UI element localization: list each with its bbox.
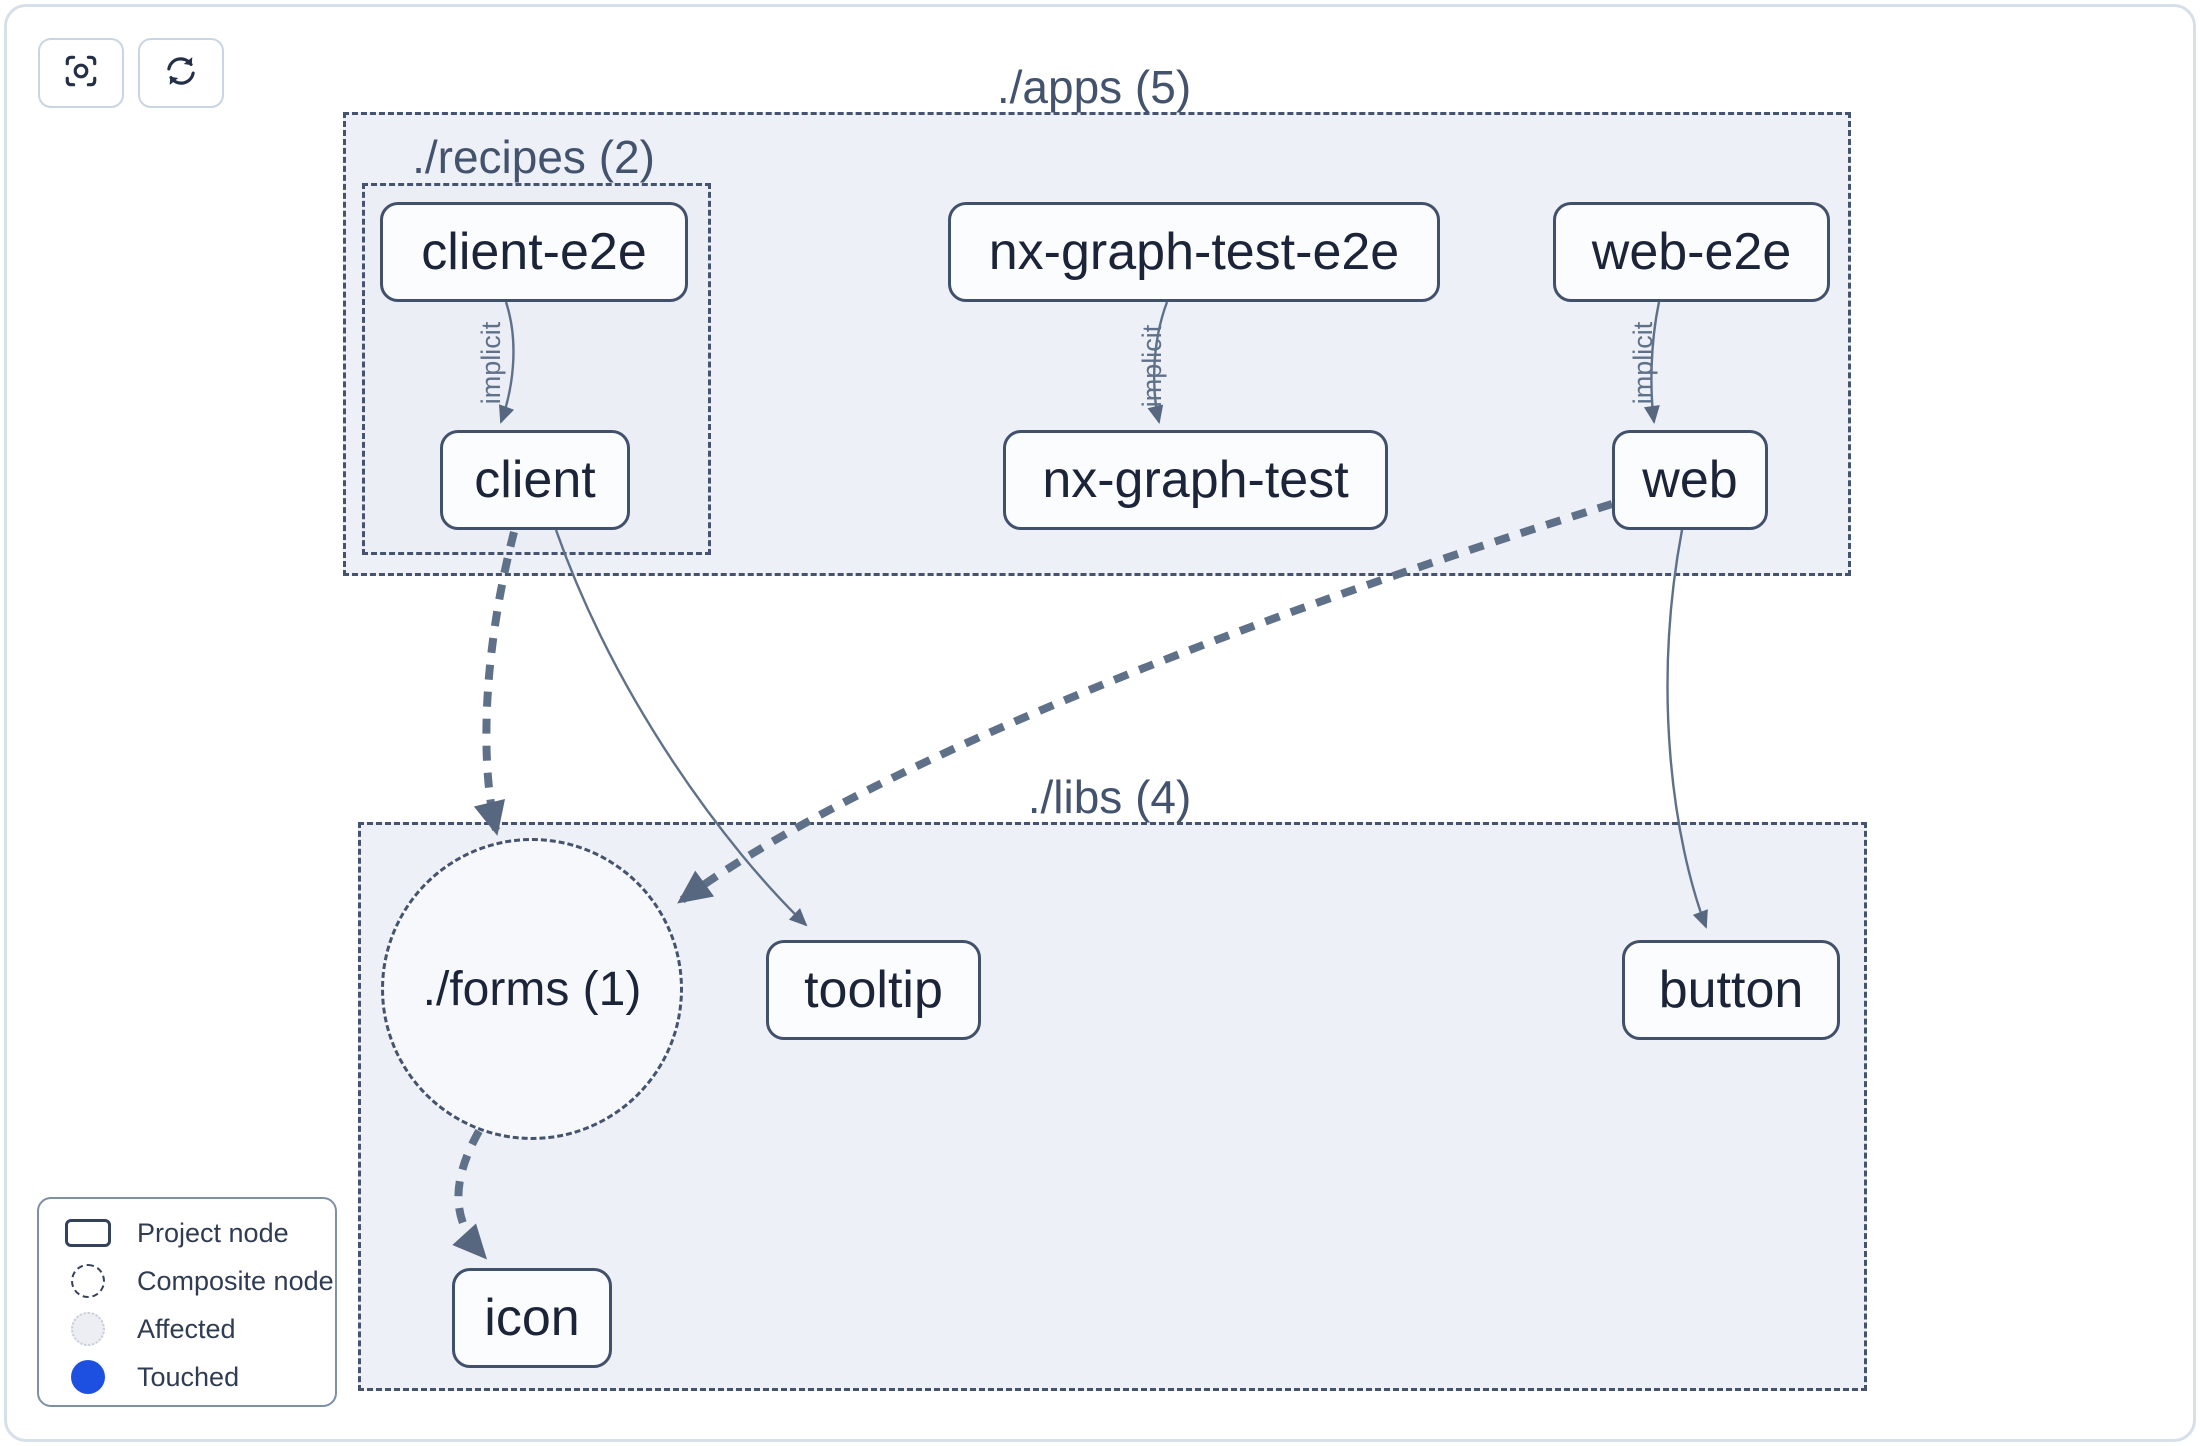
project-node-swatch-icon [65,1219,111,1247]
touched-swatch-icon [71,1360,105,1394]
node-label: client-e2e [421,223,647,281]
edge-web-to-button [1666,529,1708,929]
edge-web-e2e-to-web [1643,301,1661,424]
affected-swatch-icon [71,1312,105,1346]
node-label: nx-graph-test-e2e [988,223,1400,281]
node-label: nx-graph-test [1042,451,1349,509]
node-button[interactable]: button [1622,940,1840,1040]
edge-web-to-forms [677,500,1614,904]
legend-label: Project node [137,1217,289,1248]
node-label: button [1658,961,1804,1019]
node-nx-graph-test-e2e[interactable]: nx-graph-test-e2e [948,202,1440,302]
refresh-graph-button[interactable] [138,38,224,108]
edge-label-implicit-3: implicit [1628,321,1658,404]
legend-label: Affected [137,1313,236,1344]
node-label: web [1642,451,1738,509]
node-web-e2e[interactable]: web-e2e [1553,202,1830,302]
node-label: web-e2e [1591,223,1792,281]
edge-client-to-forms [473,530,518,836]
node-icon[interactable]: icon [452,1268,612,1368]
node-nx-graph-test[interactable]: nx-graph-test [1003,430,1388,530]
node-client-e2e[interactable]: client-e2e [380,202,688,302]
legend-label: Touched [137,1361,240,1392]
edge-forms-to-icon [452,1129,488,1260]
legend-row-project-node: Project node [39,1209,335,1257]
node-web[interactable]: web [1612,430,1768,530]
composite-node-swatch-icon [71,1264,105,1298]
graph-legend: Project node Composite node Affected Tou… [37,1197,337,1407]
reset-focus-button[interactable] [38,38,124,108]
node-label: client [474,451,596,509]
focus-icon [62,52,100,95]
edge-client-e2e-to-client [498,301,515,424]
edge-label-implicit-1: implicit [476,321,506,404]
refresh-icon [162,52,200,95]
node-label: icon [484,1289,580,1347]
node-label: tooltip [804,961,943,1019]
node-client[interactable]: client [440,430,630,530]
composite-node-label: ./forms (1) [422,962,642,1016]
node-tooltip[interactable]: tooltip [766,940,981,1040]
legend-row-affected: Affected [39,1305,335,1353]
edge-label-implicit-2: implicit [1137,324,1167,407]
edge-nx-graph-test-e2e-to-nx-graph-test [1147,301,1169,424]
edge-client-to-tooltip [554,529,808,927]
legend-row-touched: Touched [39,1353,335,1401]
composite-node-forms[interactable]: ./forms (1) [381,838,683,1140]
legend-row-composite-node: Composite node [39,1257,335,1305]
legend-label: Composite node [137,1265,334,1296]
